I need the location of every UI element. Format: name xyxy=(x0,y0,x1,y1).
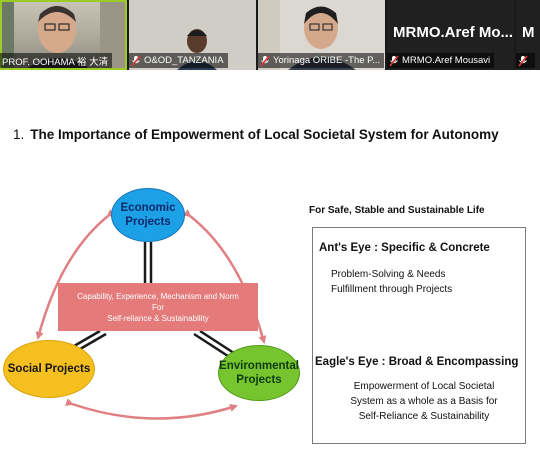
social-projects-bubble: Social Projects xyxy=(3,340,95,398)
slide-title-text: The Importance of Empowerment of Local S… xyxy=(30,127,499,142)
bubble-label: Environmental xyxy=(219,360,299,372)
participant-name-label: PROF. OOHAMA 裕 大清 xyxy=(0,53,113,68)
ants-eye-line: Fulfillment through Projects xyxy=(331,284,453,295)
participant-display-name: M xyxy=(522,24,535,41)
muted-mic-icon xyxy=(389,55,399,66)
muted-mic-icon xyxy=(260,55,270,66)
capability-line: For xyxy=(152,302,164,312)
eyes-box xyxy=(312,227,526,444)
slide-title: 1. The Importance of Empowerment of Local… xyxy=(13,127,499,142)
shared-slide: 1. The Importance of Empowerment of Local… xyxy=(0,70,540,460)
muted-mic-icon xyxy=(131,55,141,66)
double-arrow-social-environmental xyxy=(65,398,238,420)
muted-mic-icon xyxy=(518,55,528,66)
participant-name-label: MRMO.Aref Mousavi xyxy=(387,53,495,68)
eagles-eye-title: Eagle's Eye : Broad & Encompassing xyxy=(315,356,519,368)
connector-line xyxy=(193,332,232,360)
participant-name-label: Yorinaga ORIBE -The P... xyxy=(258,53,385,68)
bubble-label: Projects xyxy=(125,216,171,228)
capability-box: Capability, Experience, Mechanism and No… xyxy=(58,283,258,331)
participant-name: O&OD_TANZANIA xyxy=(144,55,224,66)
participant-tile-2[interactable]: O&OD_TANZANIA xyxy=(129,0,256,70)
participant-display-name: MRMO.Aref Mo... xyxy=(393,24,513,41)
participant-name: PROF. OOHAMA 裕 大清 xyxy=(2,56,109,68)
ants-eye-text: Problem-Solving & Needs Fulfillment thro… xyxy=(331,267,452,297)
participant-name: MRMO.Aref Mousavi xyxy=(402,55,491,66)
bubble-label: Projects xyxy=(236,374,282,386)
double-arrow-econ-social xyxy=(35,209,116,340)
capability-line: Self-reliance & Sustainability xyxy=(107,313,209,323)
participant-name-label xyxy=(516,53,535,68)
ants-eye-line: Problem-Solving & Needs xyxy=(331,269,446,280)
bubble-label: Social Projects xyxy=(7,363,91,375)
participant-tile-5[interactable]: M xyxy=(516,0,540,70)
slide-title-number: 1. xyxy=(13,127,25,142)
for-safe-heading: For Safe, Stable and Sustainable Life xyxy=(309,205,485,216)
participant-tile-3[interactable]: Yorinaga ORIBE -The P... xyxy=(258,0,385,70)
double-arrow-econ-environmental xyxy=(182,209,267,344)
participant-tile-1[interactable]: PROF. OOHAMA 裕 大清 xyxy=(0,0,127,70)
participant-name: Yorinaga ORIBE -The P... xyxy=(273,55,381,66)
eagles-eye-line: System as a whole as a Basis for xyxy=(350,396,498,407)
participant-tile-4[interactable]: MRMO.Aref Mo... MRMO.Aref Mousavi xyxy=(387,0,514,70)
eagles-eye-text: Empowerment of Local Societal System as … xyxy=(329,379,519,424)
capability-line: Capability, Experience, Mechanism and No… xyxy=(77,291,239,301)
participant-video-strip: PROF. OOHAMA 裕 大清 O&OD_TANZANIA xyxy=(0,0,540,70)
eagles-eye-line: Empowerment of Local Societal xyxy=(353,381,495,392)
eagles-eye-line: Self-Reliance & Sustainability xyxy=(358,411,490,422)
ants-eye-title: Ant's Eye : Specific & Concrete xyxy=(319,242,490,254)
participant-name-label: O&OD_TANZANIA xyxy=(129,53,228,68)
bubble-label: Economic xyxy=(120,202,176,214)
